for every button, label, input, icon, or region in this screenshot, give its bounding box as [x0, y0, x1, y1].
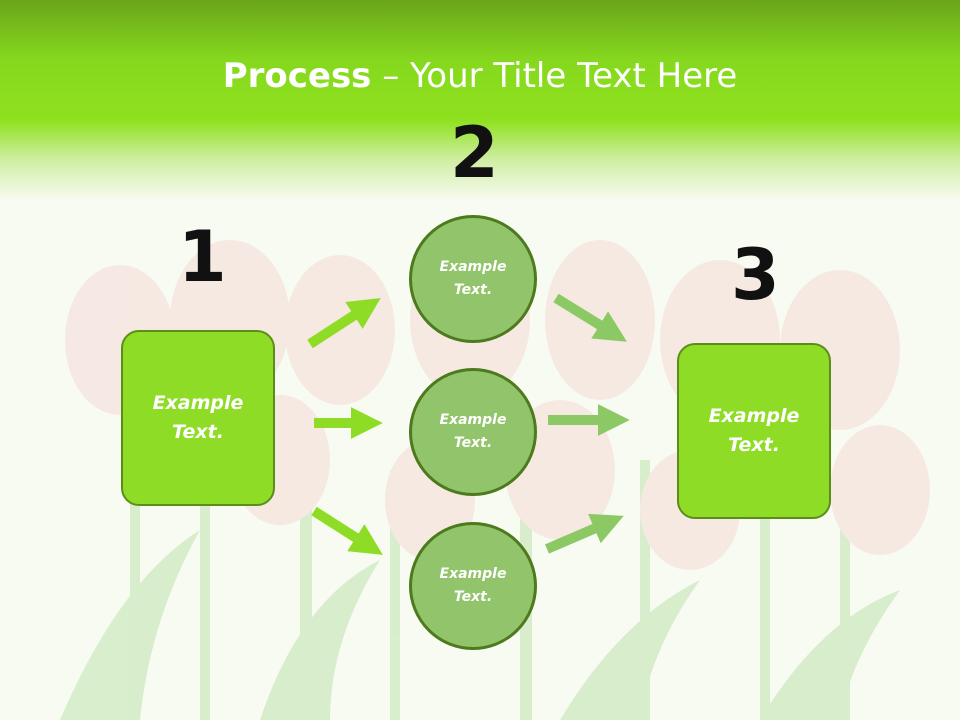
step-1-number: 1: [178, 216, 227, 298]
step-2-node-top: Example Text.: [409, 215, 537, 343]
arrow-right-icon: [545, 513, 624, 554]
step-2-node-middle: Example Text.: [409, 368, 537, 496]
step-2-node-bottom-label: Example Text.: [439, 566, 507, 605]
arrow-right-icon: [311, 506, 383, 555]
header-band: [0, 0, 960, 200]
step-2-node-middle-label: Example Text.: [439, 412, 507, 451]
slide-title: Process – Your Title Text Here: [0, 54, 960, 98]
slide-title-rest: – Your Title Text Here: [371, 56, 738, 96]
step-3-box: Example Text.: [677, 343, 831, 519]
step-3-label: Example Text.: [708, 405, 800, 456]
step-2-node-bottom: Example Text.: [409, 522, 537, 650]
step-3-number: 3: [731, 234, 780, 316]
step-2-node-top-label: Example Text.: [439, 259, 507, 298]
slide-title-bold: Process: [222, 56, 372, 96]
step-1-label: Example Text.: [152, 392, 244, 443]
step-2-number: 2: [450, 112, 499, 194]
arrow-right-icon: [553, 293, 627, 342]
arrow-right-icon: [307, 298, 381, 349]
step-1-box: Example Text.: [121, 330, 275, 506]
